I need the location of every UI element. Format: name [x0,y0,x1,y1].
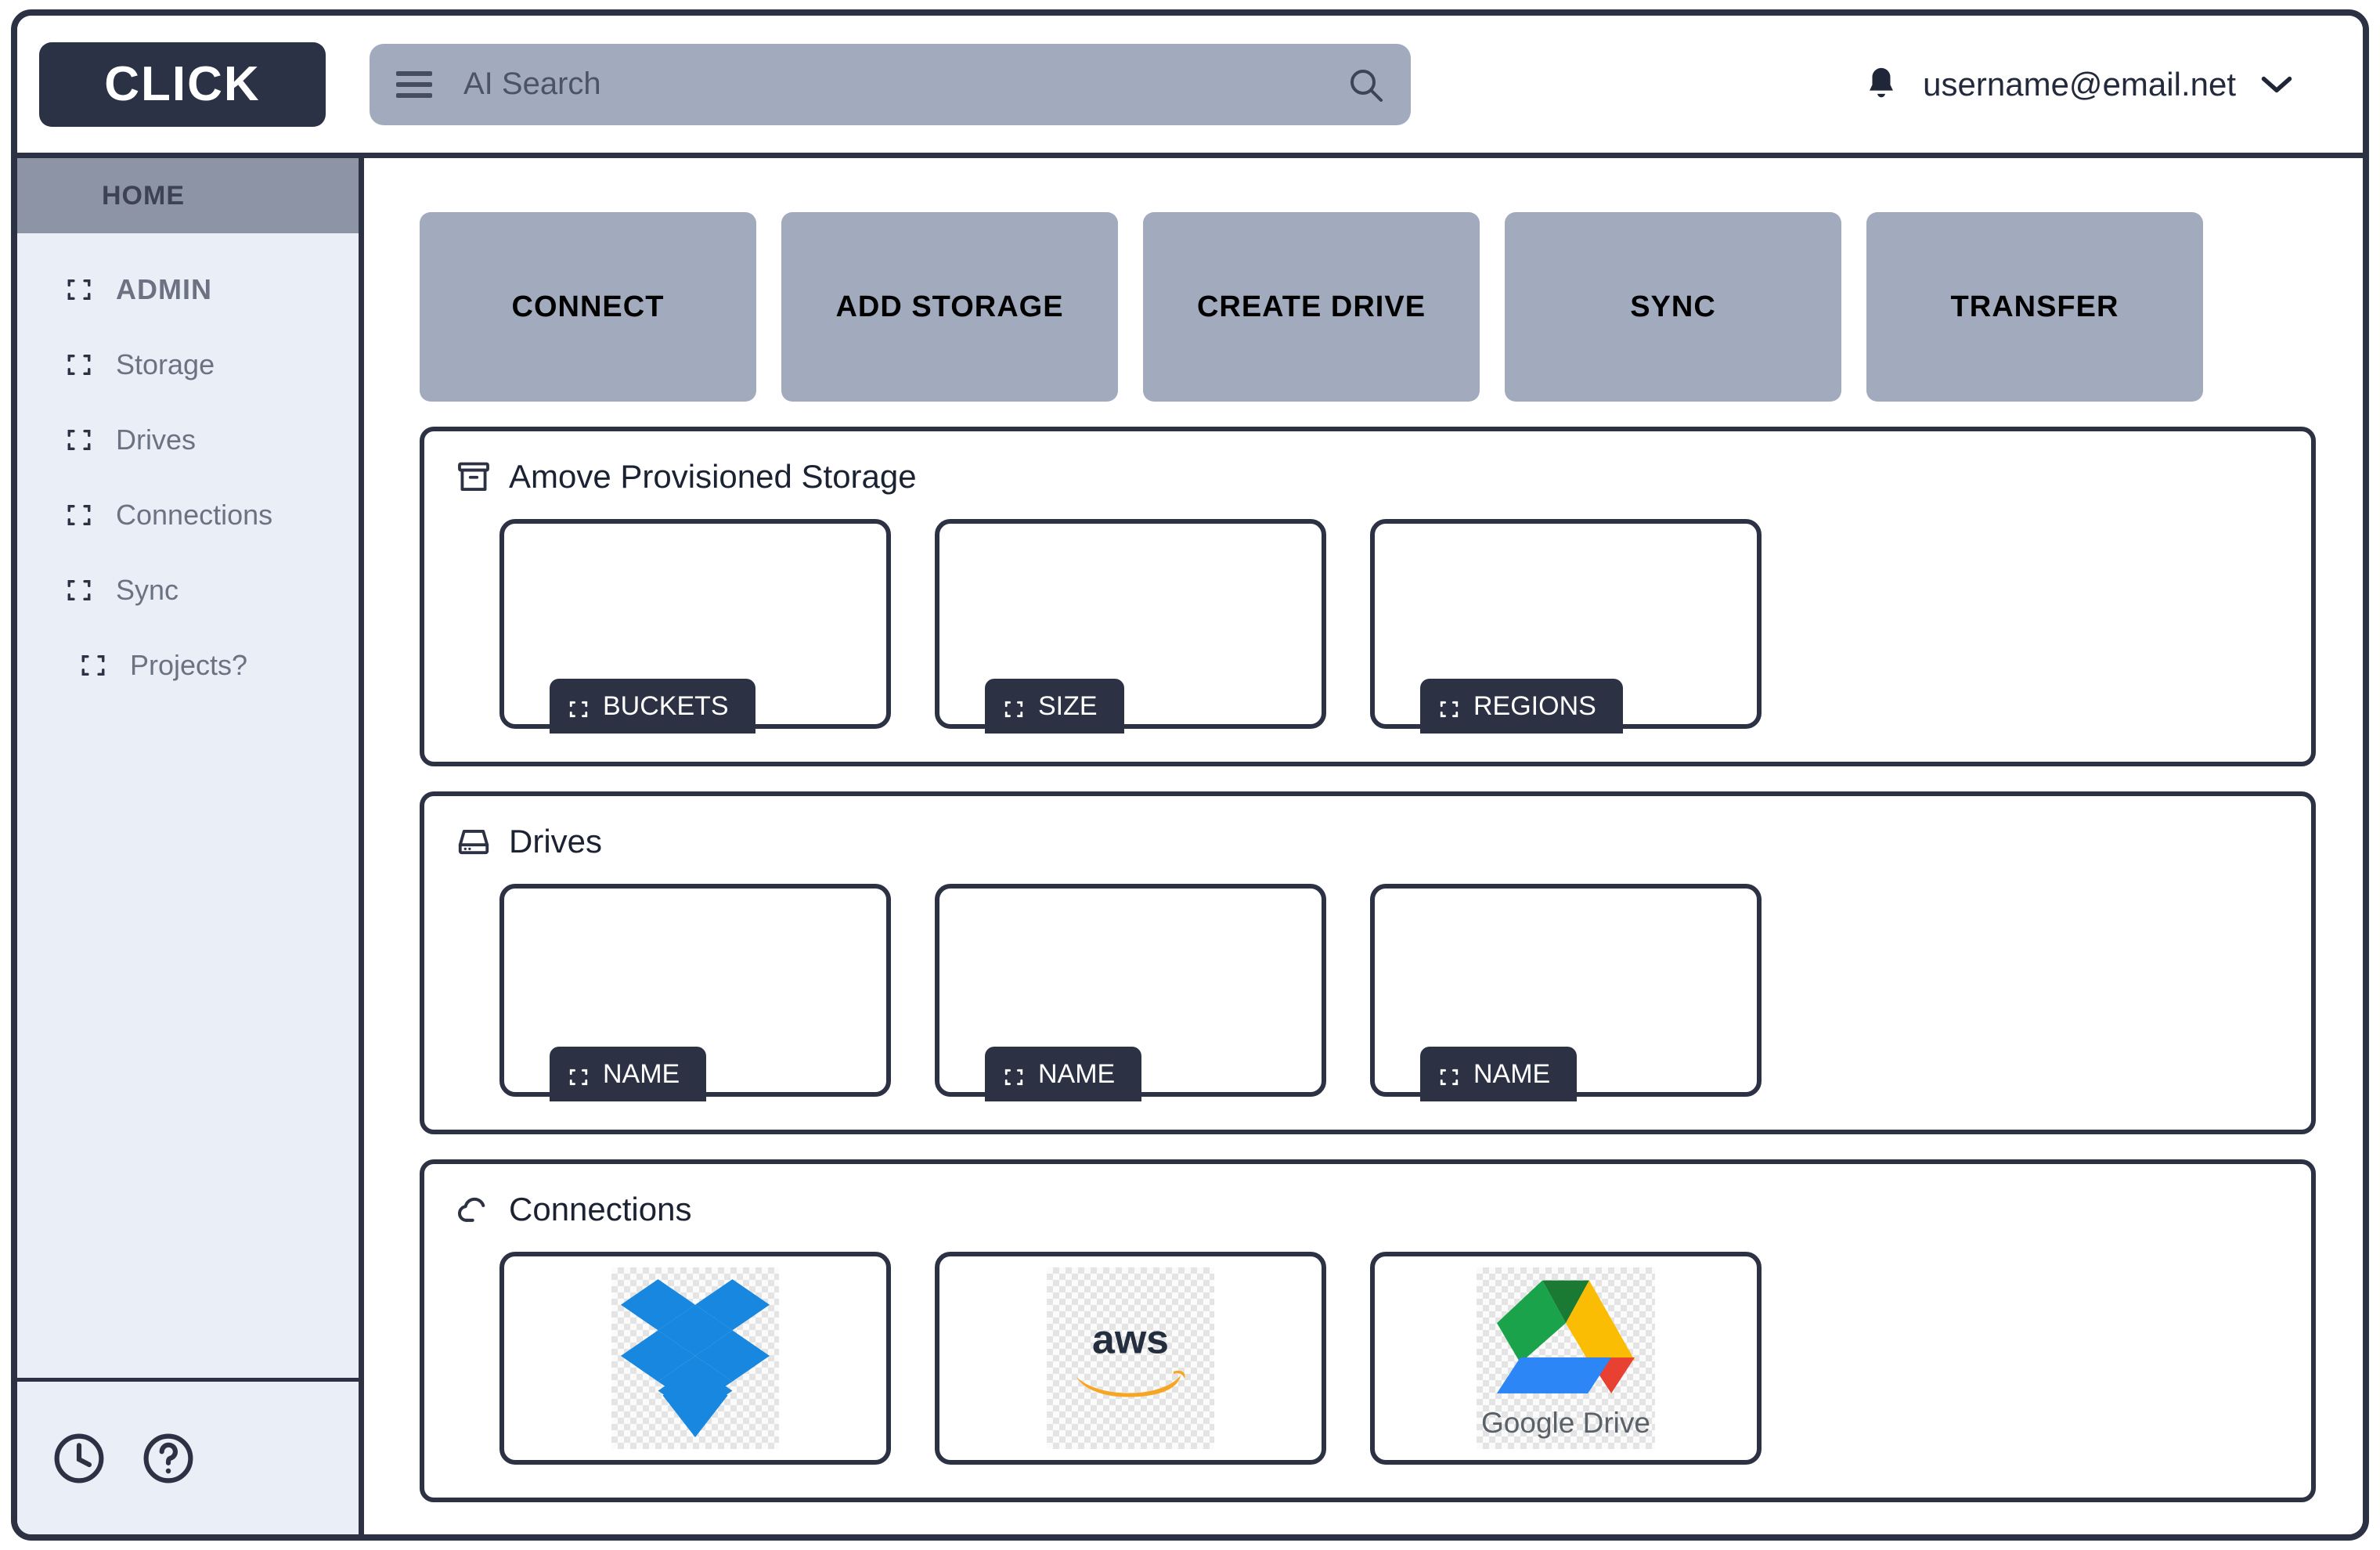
connections-panel: Connections [420,1159,2316,1502]
status-badge: NAME [1420,1047,1578,1101]
svg-text:aws: aws [1092,1318,1169,1362]
sidebar-item-label: Connections [116,499,273,531]
drives-card-row: NAME NAME [456,884,2280,1101]
sync-button[interactable]: SYNC [1505,212,1841,402]
dropbox-logo [611,1267,779,1449]
transfer-button[interactable]: TRANSFER [1866,212,2203,402]
bracket-icon [66,502,92,528]
status-badge: NAME [550,1047,707,1101]
bracket-icon [568,696,589,718]
sidebar-item-storage[interactable]: Storage [17,327,359,402]
sidebar-item-label: Drives [116,424,197,456]
drive-card[interactable]: NAME [935,884,1326,1101]
sidebar-item-home[interactable]: HOME [17,158,359,233]
sidebar-item-drives[interactable]: Drives [17,402,359,478]
action-button-row: CONNECT ADD STORAGE CREATE DRIVE SYNC TR… [420,212,2316,402]
badge-label: NAME [603,1058,680,1089]
bell-icon[interactable] [1863,64,1899,105]
badge-label: NAME [1473,1058,1551,1089]
storage-card-size[interactable]: SIZE [935,519,1326,734]
search-input[interactable]: AI Search [463,67,601,101]
connection-card-aws[interactable]: aws [935,1252,1326,1465]
panel-title: Connections [509,1191,692,1227]
badge-label: REGIONS [1473,690,1596,721]
sidebar-item-connections[interactable]: Connections [17,478,359,553]
bracket-icon [1004,696,1024,718]
status-badge: REGIONS [1420,679,1623,734]
drives-panel: Drives NAME [420,791,2316,1134]
bracket-icon [66,276,92,303]
connections-card-row: aws [456,1252,2280,1465]
clock-icon[interactable] [50,1429,108,1487]
sidebar-item-label: Storage [116,348,215,380]
hamburger-icon[interactable] [396,70,432,98]
sidebar-nav: ADMIN Storage Drives [17,233,359,1378]
app-window: CLICK AI Search username@email.net [11,9,2369,1541]
connect-button[interactable]: CONNECT [420,212,756,402]
sidebar-item-label: ADMIN [116,273,212,305]
bracket-icon [66,427,92,453]
chevron-down-icon[interactable] [2259,74,2294,96]
drive-card[interactable]: NAME [499,884,891,1101]
bracket-icon [1439,1064,1459,1086]
storage-card-buckets[interactable]: BUCKETS [499,519,891,734]
sidebar-item-projects[interactable]: Projects? [17,628,359,703]
bracket-icon [66,577,92,604]
badge-label: NAME [1038,1058,1116,1089]
panel-header: Amove Provisioned Storage [456,458,2280,496]
connection-card-dropbox[interactable] [499,1252,891,1465]
sidebar-item-sync[interactable]: Sync [17,553,359,628]
search-bar[interactable]: AI Search [370,43,1411,125]
sidebar-item-label: Sync [116,574,179,606]
badge-label: BUCKETS [603,690,729,721]
sidebar-footer [17,1378,359,1534]
drive-card[interactable]: NAME [1370,884,1762,1101]
status-badge: BUCKETS [550,679,755,734]
panel-header: Drives [456,823,2280,860]
header-user-area: username@email.net [1863,64,2331,105]
bracket-icon [1439,696,1459,718]
user-email-label: username@email.net [1923,65,2236,103]
archive-box-icon [456,459,492,495]
badge-label: SIZE [1038,690,1098,721]
help-circle-icon[interactable] [139,1429,197,1487]
bracket-icon [80,652,106,679]
sidebar-item-label: Projects? [130,649,248,681]
sidebar: HOME ADMIN Storage [17,158,364,1534]
main-content: CONNECT ADD STORAGE CREATE DRIVE SYNC TR… [370,164,2363,1534]
app-header: CLICK AI Search username@email.net [17,16,2363,158]
aws-logo: aws [1047,1267,1214,1449]
provisioned-storage-panel: Amove Provisioned Storage BUCKETS [420,427,2316,766]
status-badge: NAME [985,1047,1142,1101]
google-drive-label: Google Drive [1481,1406,1650,1439]
bracket-icon [1004,1064,1024,1086]
storage-card-regions[interactable]: REGIONS [1370,519,1762,734]
connection-card-google-drive[interactable]: Google Drive [1370,1252,1762,1465]
google-drive-logo: Google Drive [1477,1267,1655,1449]
add-storage-button[interactable]: ADD STORAGE [781,212,1118,402]
storage-card-row: BUCKETS SIZE [456,519,2280,734]
app-logo[interactable]: CLICK [39,41,326,127]
panel-title: Drives [509,823,603,860]
panel-title: Amove Provisioned Storage [509,458,917,495]
status-badge: SIZE [985,679,1124,734]
bracket-icon [568,1064,589,1086]
panel-header: Connections [456,1191,2280,1228]
create-drive-button[interactable]: CREATE DRIVE [1143,212,1480,402]
search-icon[interactable] [1347,66,1384,103]
hard-drive-icon [456,824,492,860]
sidebar-item-admin[interactable]: ADMIN [17,252,359,327]
cloud-icon [456,1191,492,1227]
bracket-icon [66,351,92,378]
